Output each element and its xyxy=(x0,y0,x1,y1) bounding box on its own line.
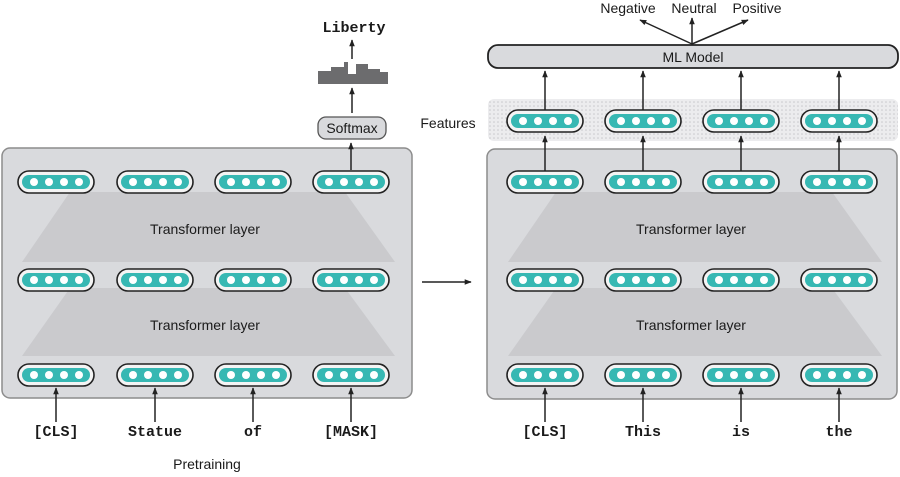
feature-token-2: is xyxy=(732,424,750,441)
feature-token-1: This xyxy=(625,424,661,441)
embedding-vector xyxy=(116,170,194,194)
pretraining-token-3: [MASK] xyxy=(324,424,378,441)
feature-arrows xyxy=(542,70,842,171)
feature-input-arrows xyxy=(542,387,842,422)
pretraining-token-0: [CLS] xyxy=(33,424,78,441)
feature-vector xyxy=(800,109,878,133)
feature-layer-2-label: Transformer layer xyxy=(636,221,746,237)
embedding-vector xyxy=(214,170,292,194)
embedding-vector xyxy=(506,170,584,194)
feature-token-3: the xyxy=(825,424,852,441)
embedding-vector xyxy=(800,268,878,292)
feature-vector xyxy=(702,109,780,133)
prediction-token: Liberty xyxy=(322,20,385,37)
embedding-vector xyxy=(214,363,292,387)
embedding-vector xyxy=(214,268,292,292)
embedding-vector xyxy=(702,268,780,292)
embedding-vector xyxy=(800,363,878,387)
embedding-vector xyxy=(17,363,95,387)
output-arrows xyxy=(639,17,749,45)
feature-vector xyxy=(506,109,584,133)
output-label-negative: Negative xyxy=(600,0,655,16)
embedding-vector xyxy=(800,170,878,194)
embedding-vector xyxy=(116,363,194,387)
embedding-vector xyxy=(17,170,95,194)
features-label: Features xyxy=(420,115,475,131)
ml-model-label: ML Model xyxy=(663,49,724,65)
pretraining-caption: Pretraining xyxy=(173,456,241,472)
feature-layer-1-label: Transformer layer xyxy=(636,317,746,333)
embedding-vector xyxy=(604,363,682,387)
embedding-vector xyxy=(312,170,390,194)
embedding-vector xyxy=(506,363,584,387)
pretraining-panel xyxy=(1,147,413,399)
embedding-vector xyxy=(604,268,682,292)
feature-token-0: [CLS] xyxy=(522,424,567,441)
feature-extraction-panel xyxy=(486,148,898,400)
pretraining-token-1: Statue xyxy=(128,424,182,441)
embedding-vector xyxy=(312,268,390,292)
embedding-vector xyxy=(604,170,682,194)
ml-model-box xyxy=(487,44,899,69)
embedding-vector xyxy=(506,268,584,292)
output-label-neutral: Neutral xyxy=(671,0,716,16)
softmax-box xyxy=(317,116,387,140)
pretraining-layer-1-label: Transformer layer xyxy=(150,317,260,333)
pretraining-token-2: of xyxy=(244,424,262,441)
pretraining-vectors xyxy=(17,170,390,387)
embedding-vector xyxy=(312,363,390,387)
feature-vectors xyxy=(506,109,878,387)
pretraining-input-arrows xyxy=(53,387,354,422)
probability-distribution-icon xyxy=(318,62,388,84)
feature-vector xyxy=(604,109,682,133)
features-band xyxy=(488,99,898,141)
softmax-label: Softmax xyxy=(326,120,377,136)
output-label-positive: Positive xyxy=(732,0,781,16)
embedding-vector xyxy=(17,268,95,292)
embedding-vector xyxy=(702,170,780,194)
embedding-vector xyxy=(116,268,194,292)
pretraining-layer-2-label: Transformer layer xyxy=(150,221,260,237)
embedding-vector xyxy=(702,363,780,387)
